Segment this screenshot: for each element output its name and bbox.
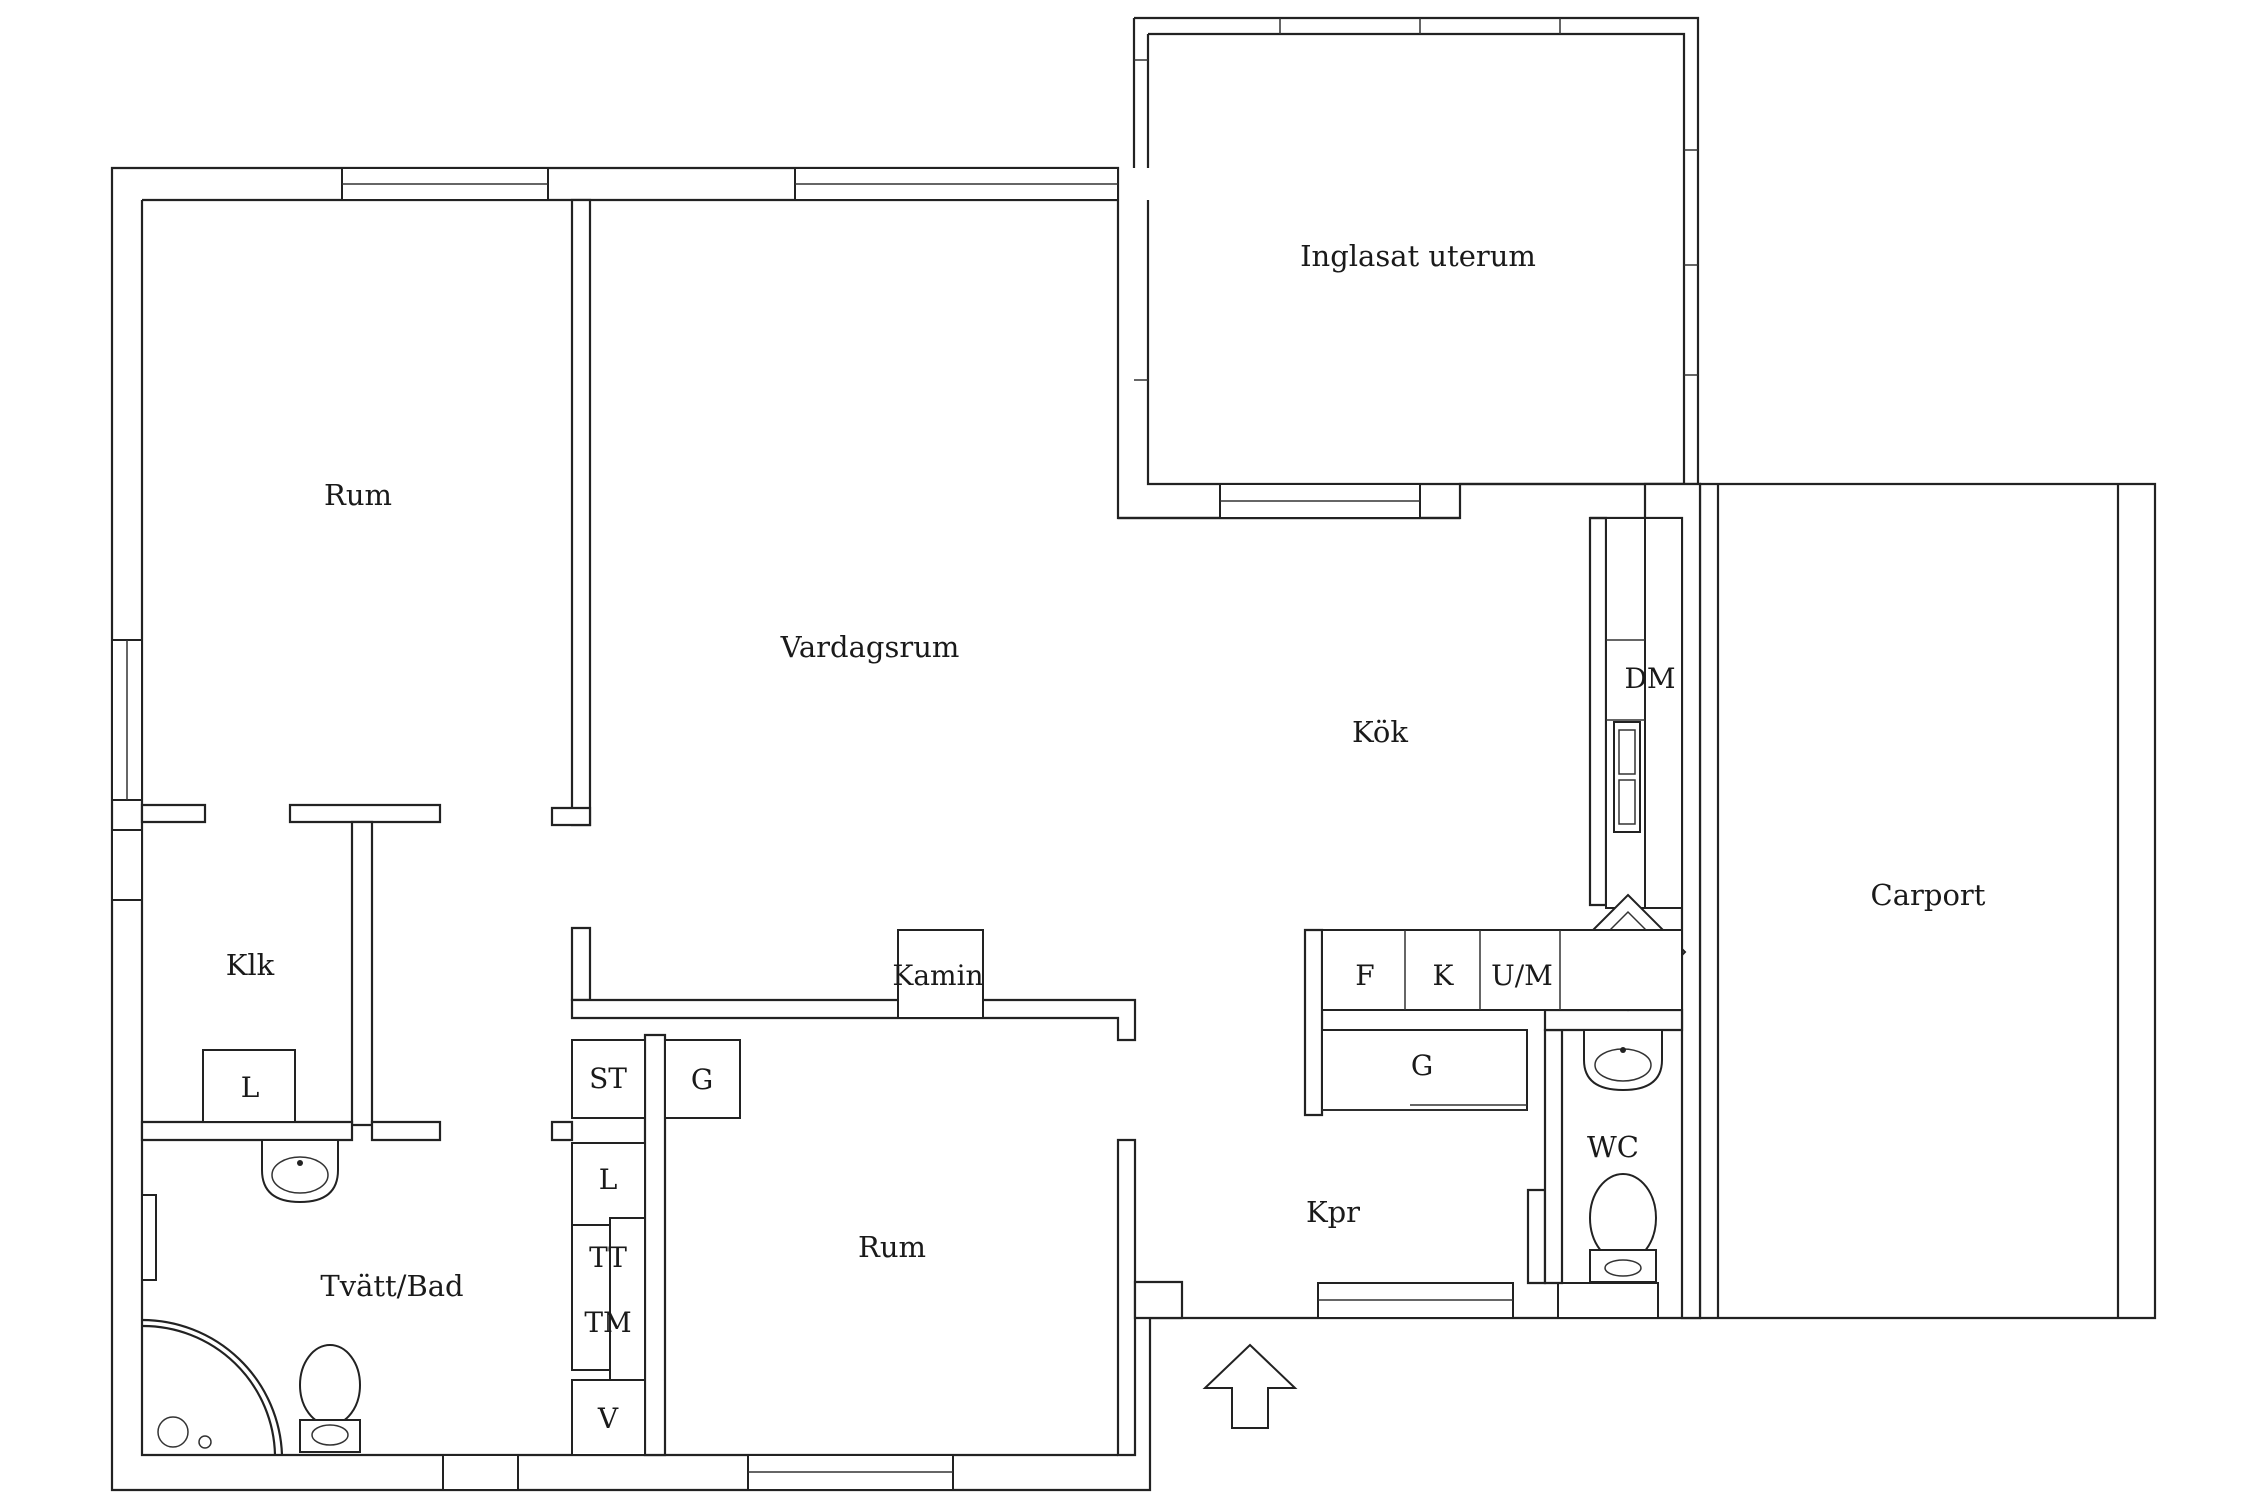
label-tvatt-bad: Tvätt/Bad xyxy=(320,1269,463,1303)
interior-walls xyxy=(140,198,1702,1457)
label-st: ST xyxy=(589,1062,627,1095)
label-g-rum: G xyxy=(691,1063,713,1096)
label-l-klk: L xyxy=(241,1071,260,1104)
label-vardagsrum: Vardagsrum xyxy=(780,630,960,664)
label-tt: TT xyxy=(589,1241,627,1274)
label-rum-bottom: Rum xyxy=(858,1230,926,1264)
label-kpr: Kpr xyxy=(1306,1195,1360,1229)
fireplace xyxy=(897,929,984,1019)
kitchen-fixtures xyxy=(1321,517,1687,1111)
label-um: U/M xyxy=(1491,959,1553,992)
closet-column xyxy=(571,1039,741,1456)
klk-cabinet xyxy=(202,1049,296,1123)
label-v: V xyxy=(597,1402,619,1435)
label-carport: Carport xyxy=(1871,878,1986,912)
label-kamin: Kamin xyxy=(892,959,983,992)
label-tm: TM xyxy=(584,1306,631,1339)
label-kok: Kök xyxy=(1352,715,1408,749)
label-klk: Klk xyxy=(226,948,275,982)
entrance-arrow-icon xyxy=(1202,1343,1298,1429)
label-dm: DM xyxy=(1624,662,1675,695)
label-l-bath: L xyxy=(599,1163,618,1196)
label-f: F xyxy=(1355,959,1374,992)
bathroom-fixtures xyxy=(141,1139,361,1456)
windows xyxy=(111,167,1659,1491)
label-rum-top: Rum xyxy=(324,478,392,512)
label-k: K xyxy=(1433,959,1455,992)
label-wc: WC xyxy=(1587,1130,1639,1164)
label-inglasat-uterum: Inglasat uterum xyxy=(1300,239,1536,273)
label-g-kitchen: G xyxy=(1411,1049,1433,1082)
wc-fixtures xyxy=(1583,1029,1663,1283)
